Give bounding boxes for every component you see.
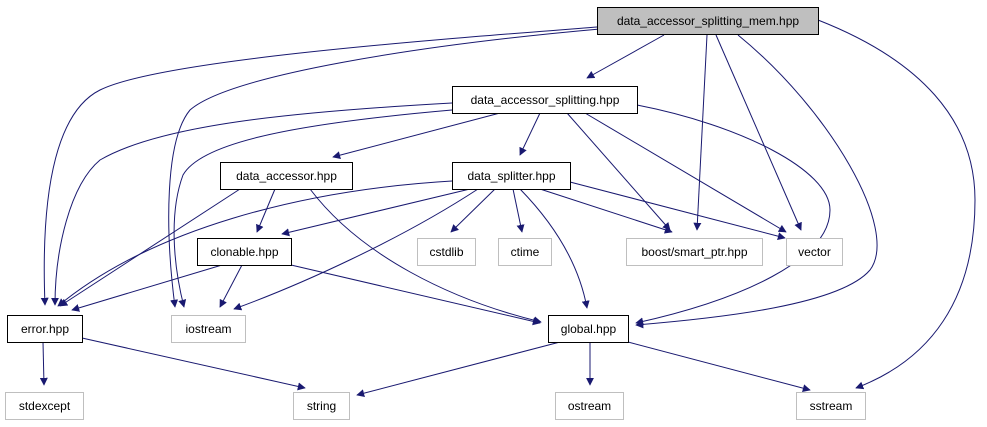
- edge-data_accessor_splitting-to-data_accessor: [332, 112, 501, 160]
- edge-data_accessor-to-clonable: [256, 188, 276, 233]
- edge-data_splitter-to-clonable: [281, 188, 471, 237]
- edge-data_accessor_splitting-to-iostream: [173, 109, 453, 308]
- node-box: [555, 392, 624, 420]
- edge-data_splitter-to-ctime: [512, 188, 525, 233]
- edge-data_splitter-to-error: [57, 180, 453, 307]
- node-iostream: iostream: [171, 315, 246, 343]
- edge-data_splitter-to-vector: [569, 181, 786, 241]
- node-label: data_accessor_splitting.hpp: [471, 93, 620, 107]
- node-box: [197, 238, 292, 266]
- node-label: vector: [798, 245, 831, 259]
- node-box: [796, 392, 866, 420]
- edge-data_accessor_splitting-to-smart_ptr: [566, 112, 671, 231]
- edge-data_accessor_splitting_mem-to-vector: [715, 34, 802, 231]
- node-box: [786, 238, 843, 266]
- node-label: data_splitter.hpp: [467, 169, 555, 183]
- node-data-splitter[interactable]: data_splitter.hpp: [452, 162, 571, 190]
- edge-clonable-to-global: [290, 264, 541, 326]
- edge-data_accessor-to-error: [59, 188, 241, 307]
- node-label: iostream: [185, 322, 231, 336]
- node-smart-ptr: boost/smart_ptr.hpp: [626, 238, 763, 266]
- node-label: sstream: [810, 399, 853, 413]
- edge-data_accessor_splitting_mem-to-iostream: [168, 28, 601, 308]
- node-cstdlib: cstdlib: [417, 238, 476, 266]
- node-ostream: ostream: [555, 392, 624, 420]
- edge-global-to-sstream: [627, 341, 811, 393]
- edge-data_accessor_splitting_mem-to-global: [635, 34, 878, 329]
- node-label: stdexcept: [19, 399, 71, 413]
- node-label: clonable.hpp: [210, 245, 278, 259]
- edge-data_splitter-to-cstdlib: [450, 188, 496, 233]
- edge-data_accessor_splitting-to-data_splitter: [519, 112, 541, 156]
- node-string: string: [293, 392, 350, 420]
- edge-data_accessor_splitting-to-global: [635, 104, 831, 326]
- node-label: cstdlib: [429, 245, 463, 259]
- edge-data_splitter-to-global: [519, 188, 590, 309]
- node-label: data_accessor.hpp: [236, 169, 337, 183]
- edge-global-to-string: [356, 341, 561, 398]
- node-box: [498, 238, 552, 266]
- node-box: [220, 162, 353, 190]
- edge-error-to-stdexcept: [39, 341, 48, 386]
- node-box: [417, 238, 476, 266]
- node-label: data_accessor_splitting_mem.hpp: [617, 14, 799, 28]
- edge-data_splitter-to-smart_ptr: [539, 188, 673, 234]
- node-sstream: sstream: [796, 392, 866, 420]
- node-box: [452, 86, 638, 114]
- edge-error-to-string: [81, 337, 306, 391]
- node-error[interactable]: error.hpp: [7, 315, 83, 343]
- node-data-accessor-splitting[interactable]: data_accessor_splitting.hpp: [452, 86, 638, 114]
- edges-layer: [39, 19, 976, 398]
- node-label: ctime: [511, 245, 540, 259]
- edge-clonable-to-error: [71, 264, 223, 312]
- node-label: boost/smart_ptr.hpp: [641, 245, 747, 259]
- edge-data_accessor-to-global: [309, 188, 542, 325]
- edge-data_splitter-to-iostream: [233, 188, 479, 311]
- node-ctime: ctime: [498, 238, 552, 266]
- node-box: [452, 162, 571, 190]
- edge-clonable-to-iostream: [219, 264, 243, 308]
- node-stdexcept: stdexcept: [5, 392, 84, 420]
- node-label: error.hpp: [21, 322, 69, 336]
- edge-data_accessor_splitting_mem-to-data_accessor_splitting: [586, 34, 665, 79]
- edge-data_accessor_splitting_mem-to-error: [40, 26, 598, 306]
- node-box: [171, 315, 246, 343]
- node-vector: vector: [786, 238, 843, 266]
- edge-data_accessor_splitting-to-error: [51, 102, 453, 306]
- node-box: [293, 392, 350, 420]
- edge-data_accessor_splitting_mem-to-smart_ptr: [693, 34, 708, 231]
- node-label: global.hpp: [561, 322, 617, 336]
- nodes-layer: data_accessor_splitting_mem.hpp data_acce…: [5, 7, 866, 420]
- node-box: [626, 238, 763, 266]
- node-data-accessor[interactable]: data_accessor.hpp: [220, 162, 353, 190]
- node-data-accessor-splitting-mem[interactable]: data_accessor_splitting_mem.hpp: [597, 7, 819, 35]
- node-box: [7, 315, 83, 343]
- node-label: string: [307, 399, 336, 413]
- node-box: [597, 7, 819, 35]
- node-label: ostream: [568, 399, 611, 413]
- edge-data_accessor_splitting_mem-to-sstream: [817, 19, 976, 390]
- node-clonable[interactable]: clonable.hpp: [197, 238, 292, 266]
- node-global[interactable]: global.hpp: [548, 315, 629, 343]
- node-box: [5, 392, 84, 420]
- node-box: [548, 315, 629, 343]
- edge-data_accessor_splitting-to-vector: [584, 112, 787, 233]
